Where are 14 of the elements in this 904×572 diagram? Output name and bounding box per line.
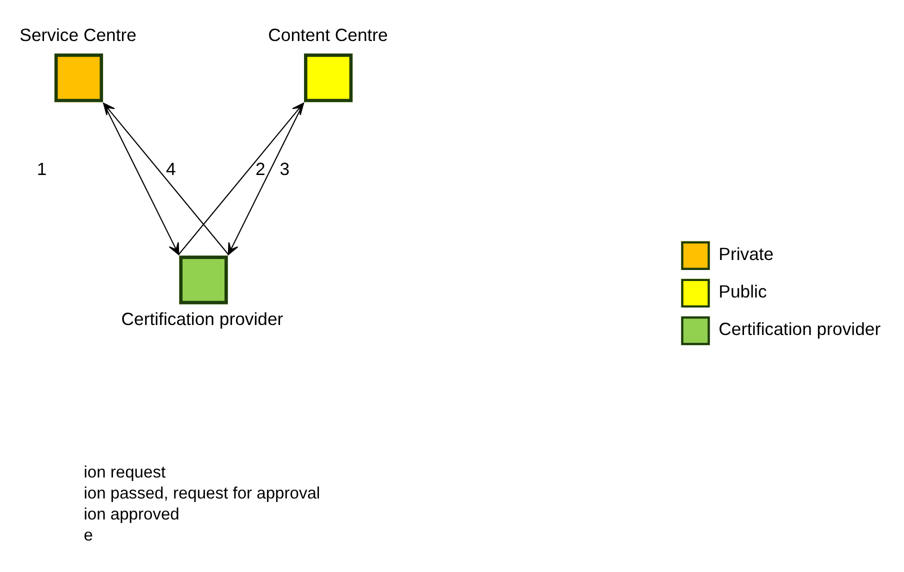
label: ion approved	[84, 504, 180, 524]
legend-label: Private	[718, 244, 774, 264]
legend-label: Public	[718, 281, 767, 302]
label: ion passed, request for approval	[84, 484, 320, 503]
edge-label: 3	[280, 158, 290, 179]
node-label: Service Centre	[20, 25, 136, 46]
node-label: Content Centre	[268, 25, 388, 46]
edge-label: 1	[36, 158, 47, 179]
label: ion request	[84, 462, 166, 482]
label: e	[84, 526, 93, 545]
legend-label: Certification provider	[718, 318, 881, 339]
edge-label: 2	[255, 158, 266, 179]
node-label: Certification provider	[121, 308, 284, 329]
edge-label: 4	[166, 158, 176, 179]
